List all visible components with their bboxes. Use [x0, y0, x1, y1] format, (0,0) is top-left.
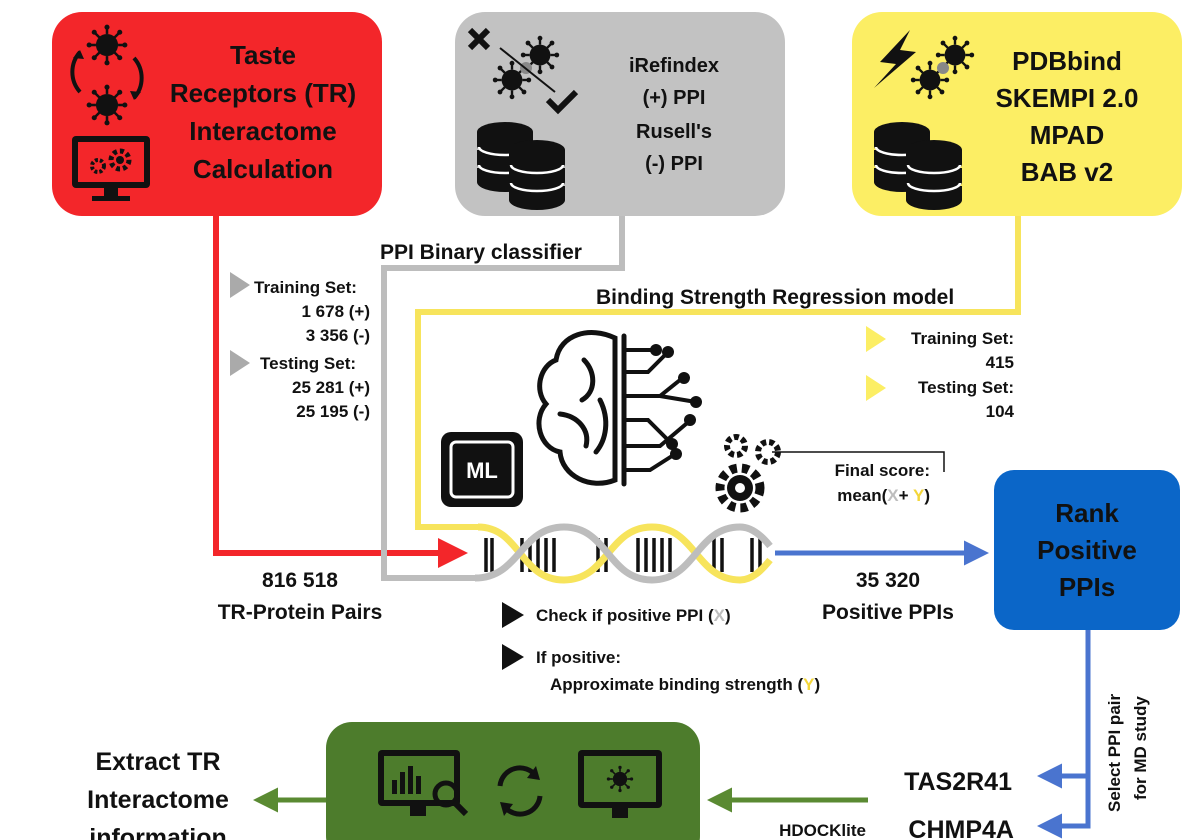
regression-training-value: 415: [986, 353, 1014, 372]
ppi-virus-icon-2: [909, 34, 976, 101]
bar-chart-monitor-icon: [378, 750, 469, 817]
classifier-testing-neg: 25 195 (-): [296, 402, 370, 421]
taste-title-line1: Taste: [230, 40, 296, 70]
rank-line3: PPIs: [1059, 572, 1115, 602]
close-x-icon: [467, 27, 491, 51]
refresh-cycle-icon: [497, 765, 543, 817]
regression-training-label: Training Set:: [911, 329, 1014, 348]
rank-line1: Rank: [1055, 498, 1119, 528]
gray-flow-line: [381, 214, 625, 581]
rank-line2: Positive: [1037, 535, 1137, 565]
select-line1: Select PPI pair: [1105, 694, 1124, 812]
virus-cycle-icon: [70, 23, 144, 127]
classifier-training-label: Training Set:: [254, 278, 357, 297]
ml-label: ML: [466, 458, 498, 483]
pdbbind-line1: PDBbind: [1012, 46, 1122, 76]
yellow-triangle-icon-2: [866, 375, 886, 401]
gears-icon: [715, 434, 781, 513]
ml-icon: ML: [441, 432, 523, 507]
binary-classifier-label: PPI Binary classifier: [380, 241, 582, 264]
yellow-triangle-icon: [866, 326, 886, 352]
gray-triangle-icon: [230, 272, 250, 298]
extract-line1: Extract TR: [95, 748, 220, 776]
pdbbind-box: PDBbind SKEMPI 2.0 MPAD BAB v2: [852, 12, 1182, 216]
russell-negative: (-) PPI: [645, 153, 703, 175]
taste-receptors-box: Taste Receptors (TR) Interactome Calcula…: [52, 12, 382, 216]
rank-positive-box: Rank Positive PPIs: [994, 470, 1180, 630]
extract-line3: information: [89, 824, 227, 840]
pairs-label: TR-Protein Pairs: [218, 601, 383, 624]
irefindex-title: iRefindex: [629, 55, 719, 77]
irefindex-box: iRefindex (+) PPI Rusell's (-) PPI: [455, 12, 785, 216]
classifier-testing-pos: 25 281 (+): [292, 378, 370, 397]
regression-model-label: Binding Strength Regression model: [596, 286, 954, 309]
dna-helix-icon: [474, 523, 773, 584]
select-line2: for MD study: [1131, 696, 1150, 800]
check-icon: [545, 89, 579, 115]
ppi-virus-icon: [491, 34, 561, 101]
regression-sets: Training Set: 415 Testing Set: 104: [866, 326, 1015, 421]
taste-title-line3: Interactome: [189, 116, 336, 146]
step1-text: Check if positive PPI (X): [536, 606, 731, 625]
classifier-testing-label: Testing Set:: [260, 354, 356, 373]
classifier-training-pos: 1 678 (+): [301, 302, 370, 321]
positive-label: Positive PPIs: [822, 601, 954, 624]
extract-line2: Interactome: [87, 786, 229, 814]
pdbbind-line3: MPAD: [1030, 120, 1105, 150]
lightning-icon: [874, 30, 916, 88]
classifier-sets: Training Set: 1 678 (+) 3 356 (-) Testin…: [230, 272, 370, 421]
final-score-callout: Final score: mean(X+ Y): [772, 451, 945, 505]
step2-line1: If positive:: [536, 648, 621, 667]
irefindex-positive: (+) PPI: [643, 87, 706, 109]
virus-monitor-icon: [578, 750, 662, 818]
step-check-positive: Check if positive PPI (X): [502, 602, 731, 628]
positive-count: 35 320: [856, 569, 920, 592]
russell-title: Rusell's: [636, 121, 712, 143]
pdbbind-line4: BAB v2: [1021, 157, 1113, 187]
hdock-label: HDOCKlite: [779, 821, 866, 840]
step2-line2: Approximate binding strength (Y): [550, 675, 820, 694]
green-analysis-box: [326, 722, 700, 840]
select-ppi-label: Select PPI pair for MD study: [1105, 694, 1150, 812]
regression-testing-value: 104: [986, 402, 1015, 421]
tas2r41-label: TAS2R41: [904, 768, 1012, 796]
pdbbind-line2: SKEMPI 2.0: [995, 83, 1138, 113]
pairs-count: 816 518: [262, 569, 338, 592]
classifier-training-neg: 3 356 (-): [306, 326, 370, 345]
final-score-formula: mean(X+ Y): [837, 486, 930, 505]
blue-flow-line: [775, 540, 1091, 839]
computer-gear-icon: [72, 136, 150, 201]
step-binding-strength: If positive: Approximate binding strengt…: [502, 644, 820, 694]
taste-title-line2: Receptors (TR): [170, 78, 356, 108]
final-score-label: Final score:: [835, 461, 930, 480]
regression-testing-label: Testing Set:: [918, 378, 1014, 397]
step-arrow-icon: [502, 602, 524, 628]
gray-triangle-icon-2: [230, 350, 250, 376]
red-flow-line: [213, 214, 468, 568]
step-arrow-icon-2: [502, 644, 524, 670]
taste-title-line4: Calculation: [193, 154, 333, 184]
brain-circuit-icon: [536, 330, 702, 487]
chmp4a-label: CHMP4A: [908, 816, 1014, 840]
yellow-flow-line: [415, 214, 1021, 530]
